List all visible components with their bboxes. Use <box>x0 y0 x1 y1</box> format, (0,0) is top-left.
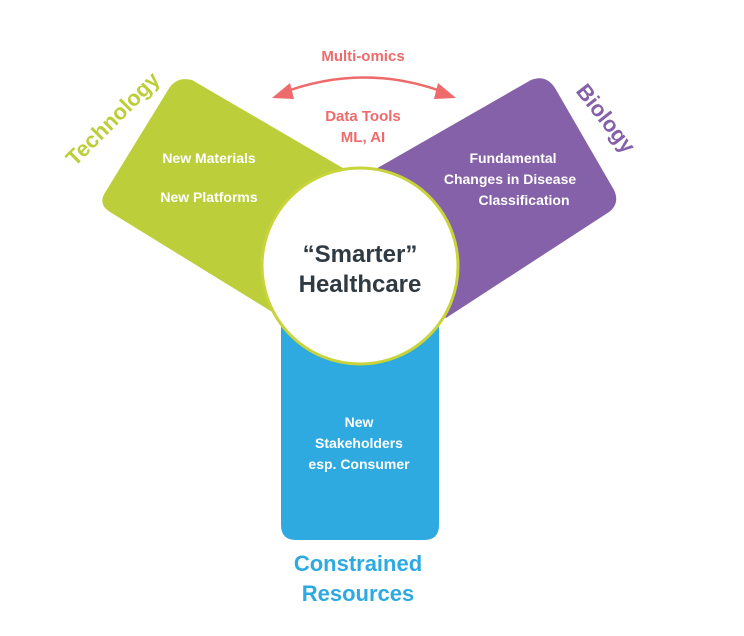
resources-arm: New Stakeholders esp. Consumer Constrain… <box>281 300 439 606</box>
center-title-line2: Healthcare <box>299 271 422 298</box>
connector-bottom-label-line2: ML, AI <box>341 129 385 146</box>
multiomics-connector: Multi-omics Data Tools ML, AI <box>272 48 456 146</box>
connector-top-label: Multi-omics <box>321 48 404 65</box>
center-title-line1: “Smarter” <box>303 241 418 268</box>
arrow-head-right-icon <box>434 83 456 99</box>
center-circle <box>260 166 460 366</box>
biology-item-2: Changes in Disease <box>444 171 576 187</box>
center-hub: “Smarter” Healthcare <box>260 166 460 366</box>
resources-label-line1: Constrained <box>294 551 422 576</box>
resources-item-3: esp. Consumer <box>308 456 410 472</box>
resources-arm-shape <box>281 300 439 540</box>
resources-item-1: New <box>345 414 374 430</box>
resources-label-line2: Resources <box>302 581 415 606</box>
arrow-head-left-icon <box>272 83 294 99</box>
biology-item-3: Classification <box>478 192 569 208</box>
biology-item-1: Fundamental <box>469 150 556 166</box>
double-arrow-curve <box>281 76 447 95</box>
connector-bottom-label-line1: Data Tools <box>325 108 401 125</box>
technology-item-1: New Materials <box>162 150 256 166</box>
resources-item-2: Stakeholders <box>315 435 403 451</box>
technology-item-2: New Platforms <box>160 189 257 205</box>
